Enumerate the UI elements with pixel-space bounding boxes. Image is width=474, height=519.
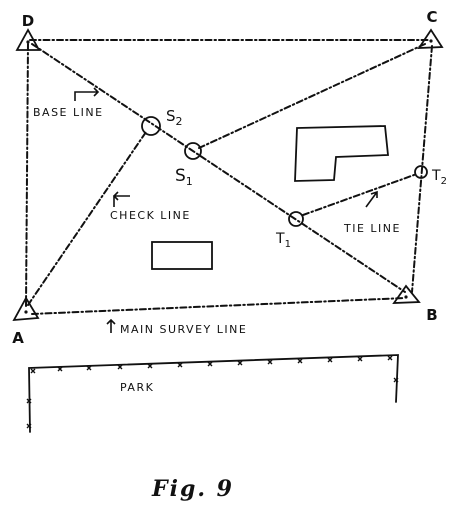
survey-lines [25,39,433,315]
fence-marks [26,355,399,429]
tie-line-arrow [365,190,378,208]
diagonal-c-s1 [198,43,426,149]
station-t1-label: T1 [275,231,291,250]
figure-caption: Fig. 9 [151,476,234,502]
park-label: PARK [120,381,154,394]
station-c-marker [417,28,444,49]
station-d-label: D [22,12,34,30]
station-s2-marker [141,116,161,136]
line-c-b [411,45,433,293]
station-b-marker [392,284,421,304]
tie-line-label: TIE LINE [343,222,401,235]
l-shaped-building [294,125,389,182]
station-t2-marker [414,165,428,179]
rectangular-building [151,241,213,270]
station-s1-label: S1 [175,166,193,188]
base-line-label: BASE LINE [33,106,104,119]
base-line-d-b [31,43,406,293]
check-line-arrow [112,191,130,207]
check-line-label: CHECK LINE [110,209,191,222]
base-line-arrow [74,87,100,101]
station-a-marker [12,296,40,322]
line-d-a [25,43,29,307]
park-boundary [26,354,399,433]
station-s1-marker [184,142,202,160]
station-s2-label: S2 [166,107,183,128]
pointer-arrows [74,87,378,333]
main-survey-line-label: MAIN SURVEY LINE [120,323,247,336]
station-d-marker [15,28,41,51]
tie-line-t1-t2 [302,174,415,216]
main-survey-line [31,297,406,315]
station-t2-label: T2 [431,168,447,187]
station-c-label: C [426,8,437,26]
station-a-label: A [12,329,24,347]
station-b-label: B [426,306,437,324]
station-t1-marker [288,211,304,227]
check-line-a-s2 [27,131,147,306]
main-survey-line-arrow [106,318,116,333]
